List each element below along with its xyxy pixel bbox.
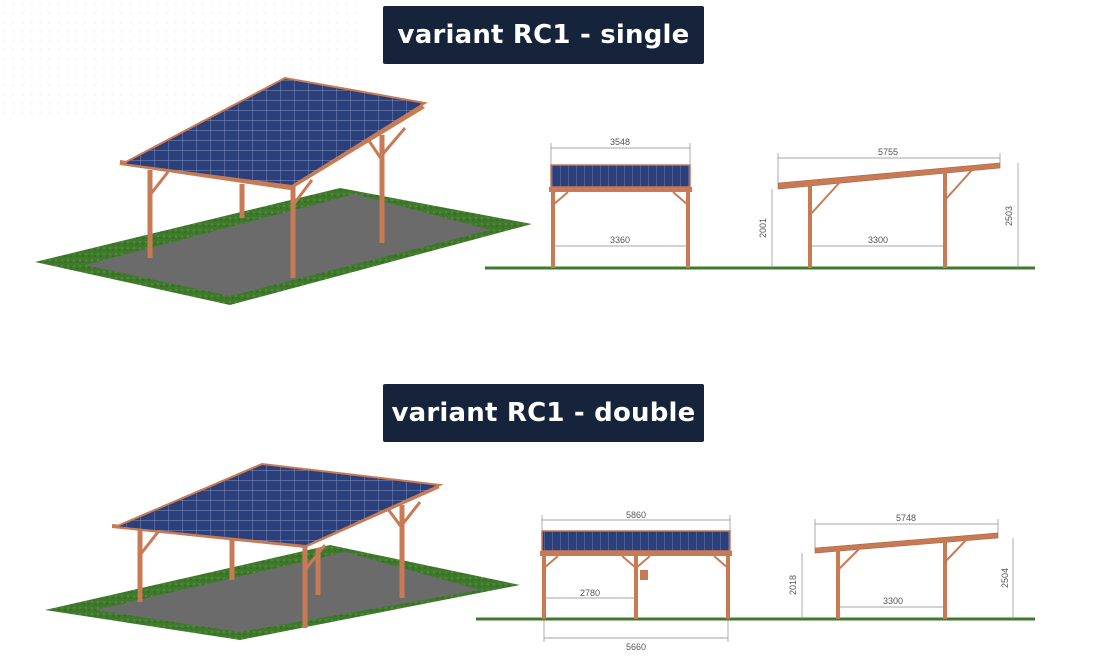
double-front-panel	[541, 530, 731, 552]
single-front-width-bottom: 3360	[610, 235, 630, 245]
single-side-span: 3300	[868, 235, 888, 245]
double-side-height-high: 2504	[1000, 568, 1010, 588]
single-asphalt-driveway	[85, 194, 490, 296]
double-3d-view	[45, 462, 520, 640]
single-front-panel	[550, 164, 691, 188]
double-front-width-bottom: 5660	[626, 642, 646, 652]
single-side-height-high: 2503	[1004, 206, 1014, 226]
single-front-beam	[549, 187, 692, 192]
double-asphalt-driveway	[95, 552, 480, 632]
double-side-length: 5748	[896, 513, 916, 523]
double-side-height-low: 2018	[788, 575, 798, 595]
variant-single-title: variant RC1 - single	[383, 6, 704, 64]
double-front-beam	[540, 551, 732, 556]
double-front-junction-box	[640, 570, 648, 580]
single-front-view: 3548 3360	[549, 137, 692, 268]
double-front-width-top: 5860	[626, 510, 646, 520]
double-side-view: 5748 3300 2018 2504	[788, 513, 1014, 619]
single-side-rafter	[777, 162, 1001, 190]
double-front-width-mid: 2780	[580, 588, 600, 598]
single-side-view: 5755 3300 2001 2503	[758, 147, 1019, 268]
single-front-width-top: 3548	[610, 137, 630, 147]
single-solar-roof	[118, 76, 428, 188]
single-side-length: 5755	[878, 147, 898, 157]
variant-double-title: variant RC1 - double	[383, 384, 704, 442]
single-side-height-low: 2001	[758, 218, 768, 238]
double-side-span: 3300	[883, 596, 903, 606]
double-front-view: 5860 2780 5660	[540, 510, 732, 652]
single-3d-view	[35, 76, 532, 305]
double-side-rafter	[814, 532, 999, 554]
double-solar-roof	[114, 462, 444, 548]
